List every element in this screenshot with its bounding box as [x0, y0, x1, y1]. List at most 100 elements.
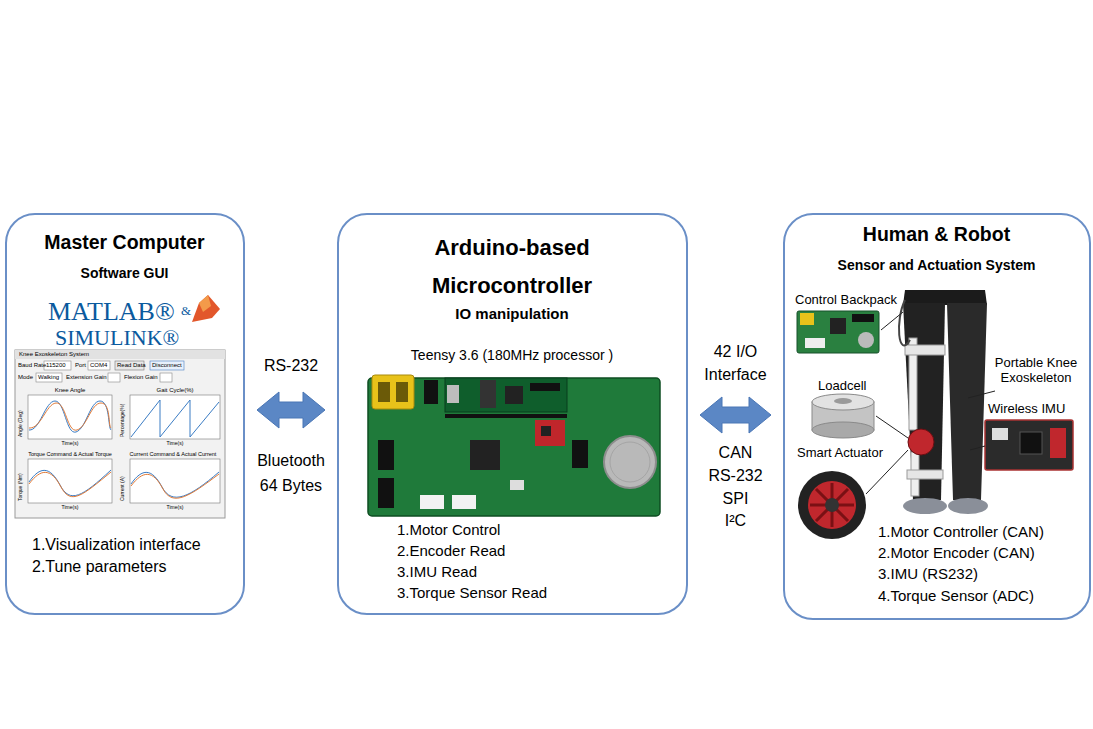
smart-actuator	[798, 471, 866, 539]
smart-actuator	[798, 471, 866, 539]
pcb-photo	[368, 375, 660, 516]
loadcell	[812, 422, 874, 438]
list-item: 3.IMU Read	[397, 563, 477, 581]
edge-label: 42 I/O Interface	[688, 340, 783, 386]
gui-screenshot	[29, 472, 111, 497]
part-name: Wireless IMU	[988, 402, 1065, 417]
gui-screenshot	[28, 395, 112, 439]
control-backpack-board	[797, 311, 879, 353]
exoskeleton-person	[908, 429, 934, 455]
gui-screenshot	[131, 400, 219, 437]
pcb-photo	[372, 375, 414, 409]
gui-screenshot	[15, 350, 225, 518]
pcb-photo	[470, 440, 500, 470]
pcb-photo	[604, 436, 656, 488]
gui-screenshot	[160, 373, 172, 382]
list-item: 2.Motor Encoder (CAN)	[878, 544, 1035, 562]
gui-screenshot	[44, 361, 71, 370]
leader-line	[876, 416, 908, 438]
list-item: 2.Encoder Read	[397, 542, 505, 560]
gui-text: COM4	[90, 362, 107, 369]
panel-title: Master Computer	[7, 231, 242, 254]
axis-label: Time(s)	[130, 505, 220, 511]
leader-line	[968, 391, 995, 398]
control-backpack-board	[797, 311, 879, 353]
control-backpack-board	[830, 318, 846, 334]
leader-line	[866, 312, 995, 494]
double-arrow	[700, 397, 771, 433]
pcb-photo	[378, 382, 390, 402]
exoskeleton-person	[905, 345, 945, 355]
double-arrow	[257, 392, 325, 428]
matlab-logo	[192, 295, 220, 322]
pcb-photo	[420, 495, 444, 509]
gui-screenshot	[88, 361, 110, 370]
gui-text: Port	[75, 362, 86, 369]
pcb-photo	[541, 426, 551, 436]
pcb-photo	[445, 414, 567, 418]
loadcell	[812, 394, 874, 438]
gui-text: 115200	[46, 362, 66, 369]
board-caption: Teensy 3.6 (180MHz processor )	[339, 347, 685, 364]
part-name: Portable Knee Exoskeleton	[990, 356, 1082, 386]
protocol-label: RS-232	[688, 467, 783, 485]
loadcell	[834, 398, 852, 404]
panel-title: Human & Robot	[785, 223, 1088, 246]
control-backpack-board	[800, 313, 814, 325]
plot-title: Gait Cycle(%)	[130, 387, 220, 394]
gui-text: Walking	[38, 374, 59, 381]
exoskeleton-person	[899, 290, 988, 514]
gui-screenshot	[29, 403, 111, 430]
gui-text: Baud Rate	[18, 362, 46, 369]
logo-text: MATLAB®	[48, 297, 175, 327]
smart-actuator	[810, 483, 854, 527]
logo-text: SIMULINK®	[55, 325, 179, 350]
wireless-imu-board	[992, 428, 1008, 440]
protocol-label: SPI	[688, 490, 783, 508]
panel-title: Arduino-based Microcontroller	[409, 229, 615, 305]
list-item: 1.Visualization interface	[32, 535, 201, 554]
exoskeleton-person	[947, 303, 987, 500]
logo-text: &	[181, 304, 191, 319]
plot-title: Current Command & Actual Current	[122, 451, 224, 457]
exoskeleton-person	[948, 498, 988, 514]
part-name: Smart Actuator	[797, 446, 883, 461]
exoskeleton-person	[903, 290, 987, 305]
axis-label: Time(s)	[28, 441, 112, 447]
axis-label: Angle (Deg)	[18, 410, 24, 437]
axis-label: Time(s)	[28, 505, 112, 511]
smart-actuator	[825, 498, 839, 512]
part-name: Control Backpack	[795, 293, 897, 308]
gui-screenshot	[29, 401, 111, 432]
protocol-label: I²C	[688, 512, 783, 530]
pcb-photo	[424, 380, 438, 404]
gui-screenshot	[108, 373, 120, 382]
panel-subtitle: IO manipulation	[339, 305, 685, 323]
leader-line	[881, 312, 903, 330]
protocol-label: CAN	[688, 444, 783, 462]
loadcell	[812, 394, 874, 410]
control-backpack-board	[858, 332, 874, 348]
pcb-photo	[378, 478, 394, 508]
gui-screenshot	[130, 459, 220, 503]
matlab-logo	[192, 295, 220, 322]
part-name: Loadcell	[818, 379, 866, 394]
pcb-photo	[505, 386, 523, 404]
gui-text: Flexion Gain	[124, 374, 158, 381]
pcb-photo	[396, 382, 408, 402]
gui-screenshot	[15, 350, 225, 359]
plot-title: Torque Command & Actual Torque	[20, 451, 120, 457]
gui-screenshot	[131, 472, 219, 497]
axis-label: Percentage(%)	[120, 404, 126, 437]
pcb-photo	[530, 383, 560, 391]
exoskeleton-person	[907, 470, 943, 479]
control-backpack-board	[852, 314, 874, 322]
gui-text: Read Data	[117, 362, 146, 369]
pcb-photo	[445, 378, 567, 412]
pcb-photo	[572, 440, 588, 468]
panel-subtitle: Sensor and Actuation System	[785, 257, 1088, 274]
wireless-imu-board	[985, 420, 1073, 470]
edge-label: RS-232	[245, 357, 337, 375]
plot-title: Knee Angle	[28, 387, 112, 394]
pcb-photo	[510, 480, 524, 490]
